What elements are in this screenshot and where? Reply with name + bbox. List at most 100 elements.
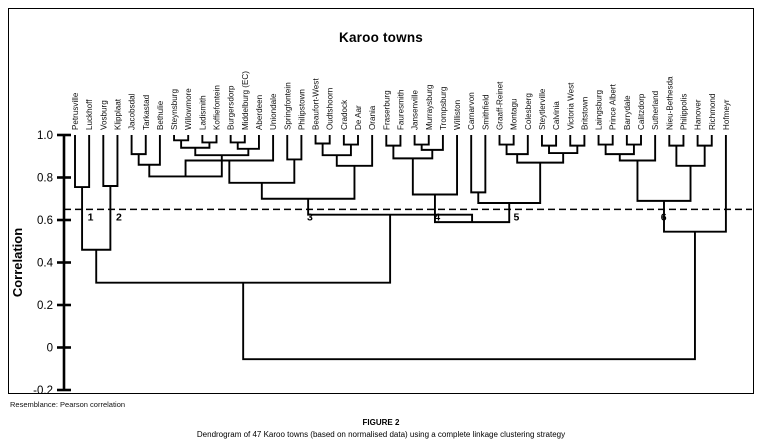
dendrogram-link: [180, 140, 211, 149]
leaf-label: Klipplaat: [113, 98, 122, 130]
leaf-label: Middelburg (EC): [241, 71, 250, 130]
dendrogram-node: [663, 135, 727, 233]
dendrogram-plot: 1.00.80.60.40.20-0.2CorrelationPetrusvil…: [10, 71, 752, 396]
cluster-number-label: 1: [88, 211, 94, 223]
dendrogram-node: [228, 159, 296, 184]
leaf-label: Jansenville: [411, 89, 420, 130]
plot-frame: [8, 8, 754, 394]
dendrogram-link: [413, 135, 430, 146]
dendrogram-node: [342, 135, 359, 146]
dendrogram-node: [242, 231, 696, 361]
dendrogram-link: [420, 135, 444, 151]
leaf-label: Hofmeyr: [722, 99, 731, 130]
leaf-label: Graaff-Reinet: [496, 81, 505, 130]
leaf-label: Fraserburg: [382, 90, 391, 130]
leaf-label: Philipstown: [297, 89, 306, 130]
dendrogram-node: [604, 144, 635, 156]
dendrogram-link: [286, 135, 303, 161]
leaf-label: Montagu: [510, 99, 519, 131]
dendrogram-link: [470, 135, 487, 194]
leaf-label: Koffiefontein: [213, 85, 222, 130]
leaf-label: Orania: [368, 105, 377, 130]
dendrogram-link: [228, 159, 296, 184]
dendrogram-link: [385, 135, 402, 147]
leaf-label: Williston: [453, 100, 462, 130]
dendrogram-node: [137, 135, 161, 166]
dendrogram-node: [548, 145, 579, 155]
leaf-label: Springfontein: [283, 82, 292, 130]
dendrogram-node: [569, 135, 586, 147]
dendrogram-link: [314, 135, 331, 145]
dendrogram-link: [342, 135, 359, 146]
leaf-label: Smithfield: [481, 94, 490, 130]
leaf-label: Tarkastad: [142, 95, 151, 130]
dendrogram-node: [173, 135, 190, 142]
leaf-label: Luckhoff: [85, 99, 94, 130]
dendrogram-link: [95, 214, 392, 284]
dendrogram-node: [130, 135, 147, 156]
dendrogram-node: [618, 135, 657, 162]
dendrogram-node: [392, 145, 434, 160]
leaf-label: Oudtshoorn: [326, 88, 335, 130]
dendrogram-link: [498, 135, 515, 146]
leaf-label: Bethulie: [156, 100, 165, 130]
cluster-number-label: 4: [434, 211, 440, 223]
leaf-label: Aberdeen: [255, 95, 264, 130]
y-axis-tick-label: 0.4: [37, 258, 54, 270]
dendrogram-node: [201, 135, 218, 144]
leaf-label: Carnarvon: [467, 92, 476, 130]
y-axis-tick-label: 0.2: [37, 300, 53, 312]
leaf-label: Nieu-Bethesda: [665, 76, 674, 130]
leaf-label: Fauresmith: [396, 90, 405, 130]
leaf-label: Sutherland: [651, 91, 660, 130]
leaf-label: Vosburg: [99, 100, 108, 130]
resemblance-note: Resemblance: Pearson correlation: [10, 400, 126, 409]
dendrogram-link: [618, 135, 657, 162]
dendrogram-node: [675, 145, 706, 167]
dendrogram-link: [569, 135, 586, 147]
figure-label: FIGURE 2: [362, 418, 400, 427]
y-axis-tick-label: 0: [47, 343, 53, 355]
dendrogram-link: [477, 162, 542, 204]
dendrogram-node: [95, 214, 392, 284]
dendrogram-link: [597, 135, 614, 146]
dendrogram-node: [335, 135, 374, 167]
dendrogram-link: [625, 135, 642, 146]
dendrogram-node: [420, 135, 444, 151]
dendrogram-link: [675, 145, 706, 167]
y-axis-tick-label: 1.0: [37, 130, 53, 142]
dendrogram-node: [413, 135, 430, 146]
dendrogram-link: [201, 135, 218, 144]
leaf-label: Victoria West: [566, 82, 575, 130]
dendrogram-node: [498, 135, 515, 146]
y-axis-tick-label: 0.6: [37, 215, 53, 227]
dendrogram-link: [668, 135, 685, 147]
leaf-label: Laingsburg: [595, 90, 604, 130]
cluster-number-label: 3: [307, 211, 313, 223]
leaf-label: Steynsburg: [170, 89, 179, 130]
dendrogram-link: [229, 135, 246, 144]
leaf-label: Hanover: [694, 99, 703, 130]
dendrogram-link: [173, 135, 190, 142]
cluster-number-label: 2: [116, 211, 122, 223]
dendrogram-node: [668, 135, 685, 147]
dendrogram-link: [392, 145, 434, 160]
dendrogram-node: [314, 135, 331, 145]
dendrogram-node: [541, 135, 558, 147]
leaf-label: Prince Albert: [609, 83, 618, 130]
dendrogram-link: [74, 135, 91, 189]
dendrogram-node: [597, 135, 614, 146]
leaf-label: Steytlerville: [538, 88, 547, 130]
dendrogram-link: [335, 135, 374, 167]
dendrogram-node: [229, 135, 246, 144]
leaf-label: Trompsburg: [439, 87, 448, 130]
dendrogram-link: [148, 155, 223, 178]
leaf-label: Cradock: [340, 99, 349, 130]
leaf-label: Calitzdorp: [637, 93, 646, 130]
leaf-label: Ladismith: [198, 95, 207, 130]
leaf-label: Willowmore: [184, 88, 193, 130]
dendrogram-link: [696, 135, 713, 147]
y-axis-tick-label: 0.8: [37, 173, 53, 185]
leaf-label: Britstown: [580, 97, 589, 130]
